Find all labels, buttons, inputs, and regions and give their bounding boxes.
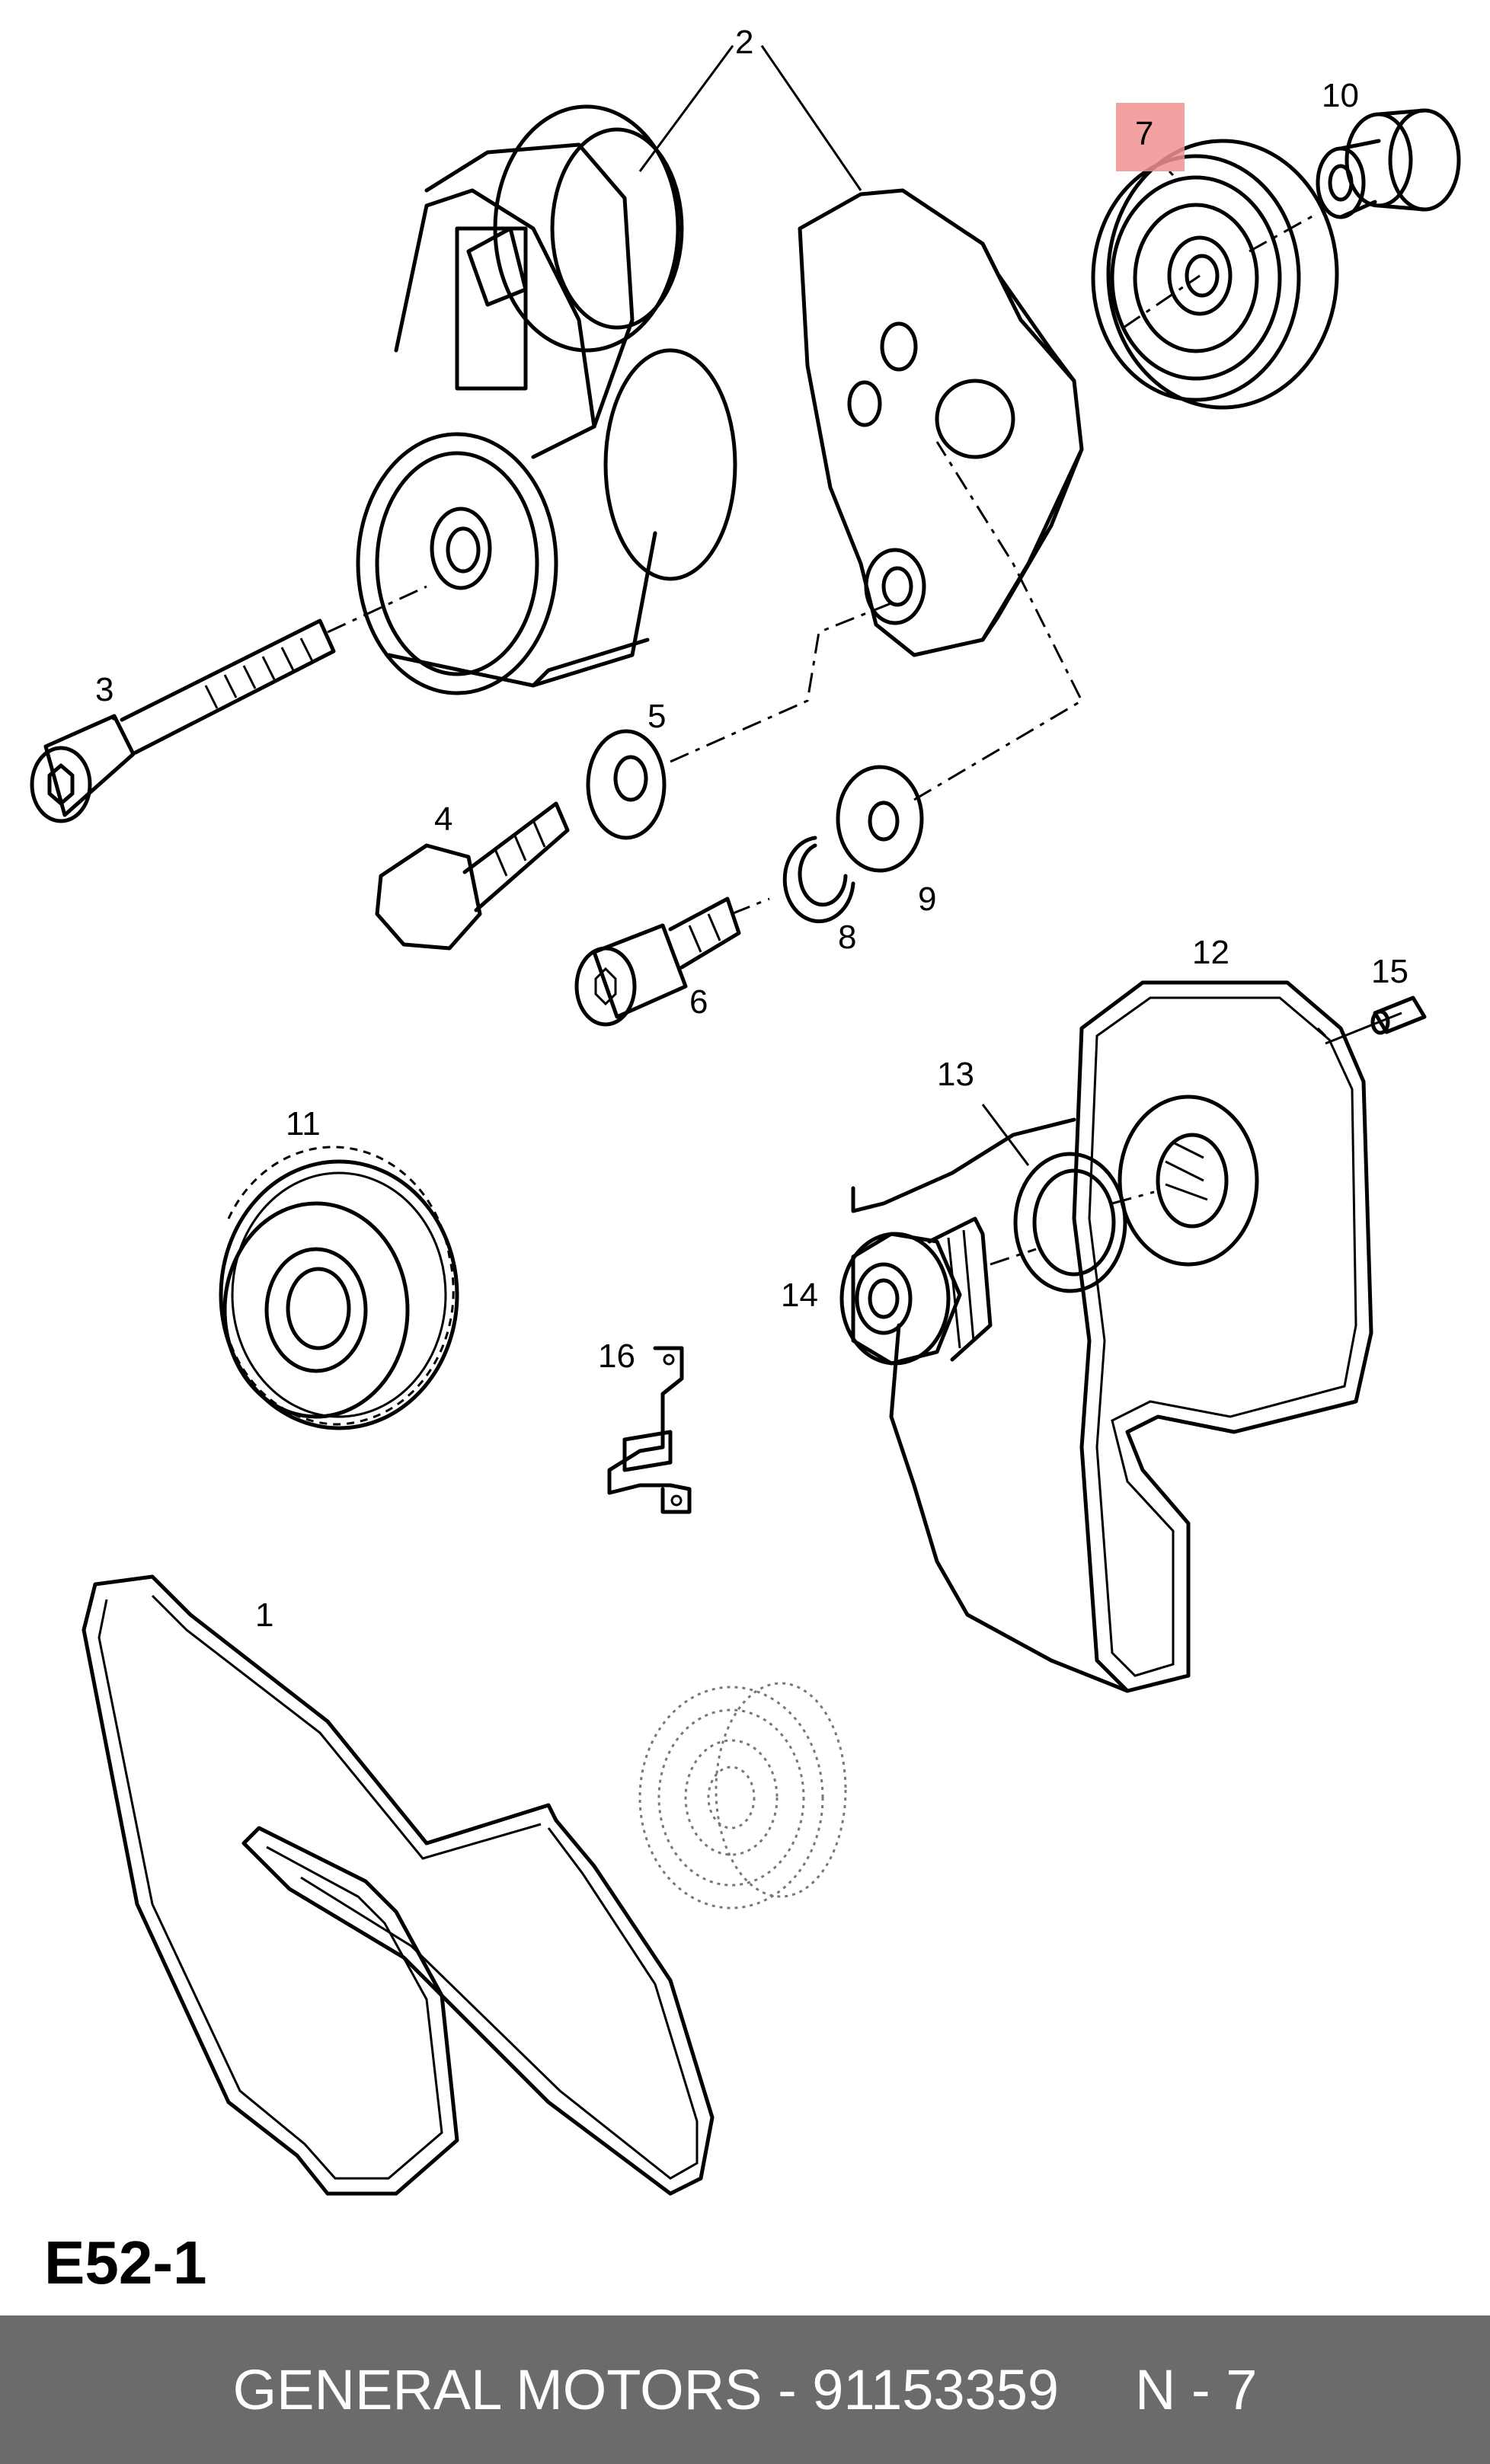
part-5-washer	[586, 600, 896, 840]
part-4-hex-bolt	[375, 801, 570, 951]
callout-10: 10	[1322, 77, 1359, 114]
footer-separator: -	[762, 2358, 813, 2421]
part-1-ribbed-belt	[82, 1574, 715, 2196]
callout-1: 1	[255, 1596, 273, 1634]
part-3-long-bolt	[30, 585, 427, 823]
part-13-seal-ring	[1013, 1152, 1155, 1293]
callout-16: 16	[598, 1337, 635, 1375]
diagram-code: E52-1	[44, 2229, 207, 2296]
callout-12: 12	[1192, 934, 1229, 971]
part-15-pin	[1370, 996, 1427, 1035]
part-11-gear	[219, 1146, 459, 1430]
footer-bar: GENERAL MOTORS - 91153359 N - 7	[0, 2315, 1490, 2464]
footer-part-number: 91153359	[812, 2358, 1060, 2421]
callout-3: 3	[95, 671, 114, 708]
part-14-plug-nut	[839, 1216, 1037, 1366]
leader-lines	[109, 45, 1327, 1166]
highlighted-part-box	[1116, 103, 1185, 171]
callout-8: 8	[838, 919, 856, 956]
part-12-cover	[851, 980, 1402, 1693]
callout-4: 4	[434, 801, 452, 838]
footer-position-ref: N - 7	[1135, 2358, 1258, 2421]
exploded-parts-diagram: 2 7 10 3 5 4 9 8 6 12 15 13 11 14 16 1	[30, 24, 1461, 2196]
part-2-tensioner	[356, 104, 1084, 695]
reference-pulley-dotted	[638, 1682, 847, 1910]
part-6-socket-bolt	[574, 896, 770, 1027]
footer-brand: GENERAL MOTORS	[232, 2358, 763, 2421]
callout-2: 2	[735, 24, 753, 61]
callout-9: 9	[918, 880, 936, 918]
callout-labels: 2 7 10 3 5 4 9 8 6 12 15 13 11 14 16 1	[95, 24, 1408, 1634]
callout-7: 7	[1135, 115, 1153, 152]
part-16-clip	[607, 1346, 692, 1514]
callout-13: 13	[937, 1056, 974, 1093]
callout-5: 5	[647, 698, 666, 735]
callout-11: 11	[286, 1105, 321, 1143]
callout-15: 15	[1371, 953, 1408, 990]
part-7-idler-pulley	[1091, 139, 1339, 410]
callout-14: 14	[781, 1277, 818, 1314]
callout-6: 6	[689, 983, 708, 1021]
part-9-flat-washer	[836, 441, 1083, 873]
part-8-spring-washer	[782, 836, 855, 924]
part-10-spacer	[1316, 108, 1461, 219]
